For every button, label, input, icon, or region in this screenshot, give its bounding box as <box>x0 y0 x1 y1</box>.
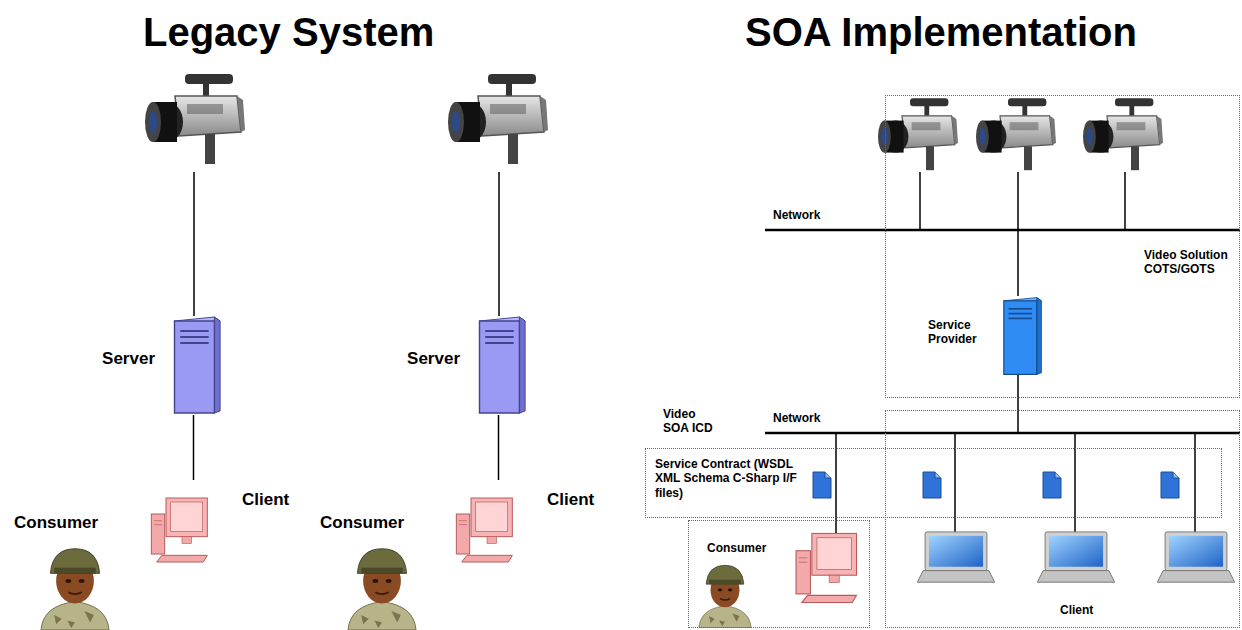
role-label: Consumer <box>14 513 98 533</box>
panel-title: SOA Implementation <box>745 8 1137 56</box>
client-computer: Client <box>455 480 545 580</box>
node-text: Server <box>407 349 460 369</box>
node-text: Video Solution COTS/GOTS <box>1144 248 1234 277</box>
wire <box>193 415 195 480</box>
server-icon: Server <box>470 315 527 415</box>
node-text: Client <box>242 490 289 510</box>
node-text: Server <box>102 349 155 369</box>
service-provider-server <box>996 296 1043 376</box>
video-solution-region: Video Solution COTS/GOTS Service Provider <box>885 95 1240 398</box>
service-provider-server: Service Provider <box>996 296 1043 376</box>
wire <box>498 415 500 480</box>
node-text: Consumer <box>707 541 766 555</box>
server-icon: Server <box>165 315 222 415</box>
panel-title: Legacy System <box>143 8 434 56</box>
node-text: Client <box>1060 603 1093 617</box>
network-label: Network <box>773 208 820 222</box>
node-text: Service Contract (WSDL XML Schema C-Shar… <box>655 457 805 500</box>
client-computer <box>150 480 240 580</box>
consumer-region: Consumer <box>688 520 870 628</box>
client-computer <box>455 480 545 580</box>
node-text: Service Provider <box>928 318 990 347</box>
interface-label: Video SOA ICD <box>663 407 721 436</box>
node-text: Client <box>547 490 594 510</box>
role-label: Consumer <box>320 513 404 533</box>
service-contract-region: Service Contract (WSDL XML Schema C-Shar… <box>645 448 1222 518</box>
client-region: Client <box>885 410 1240 628</box>
server-icon <box>470 315 527 415</box>
network-label: Network <box>773 411 820 425</box>
server-icon <box>165 315 222 415</box>
client-computer: Client <box>150 480 240 580</box>
